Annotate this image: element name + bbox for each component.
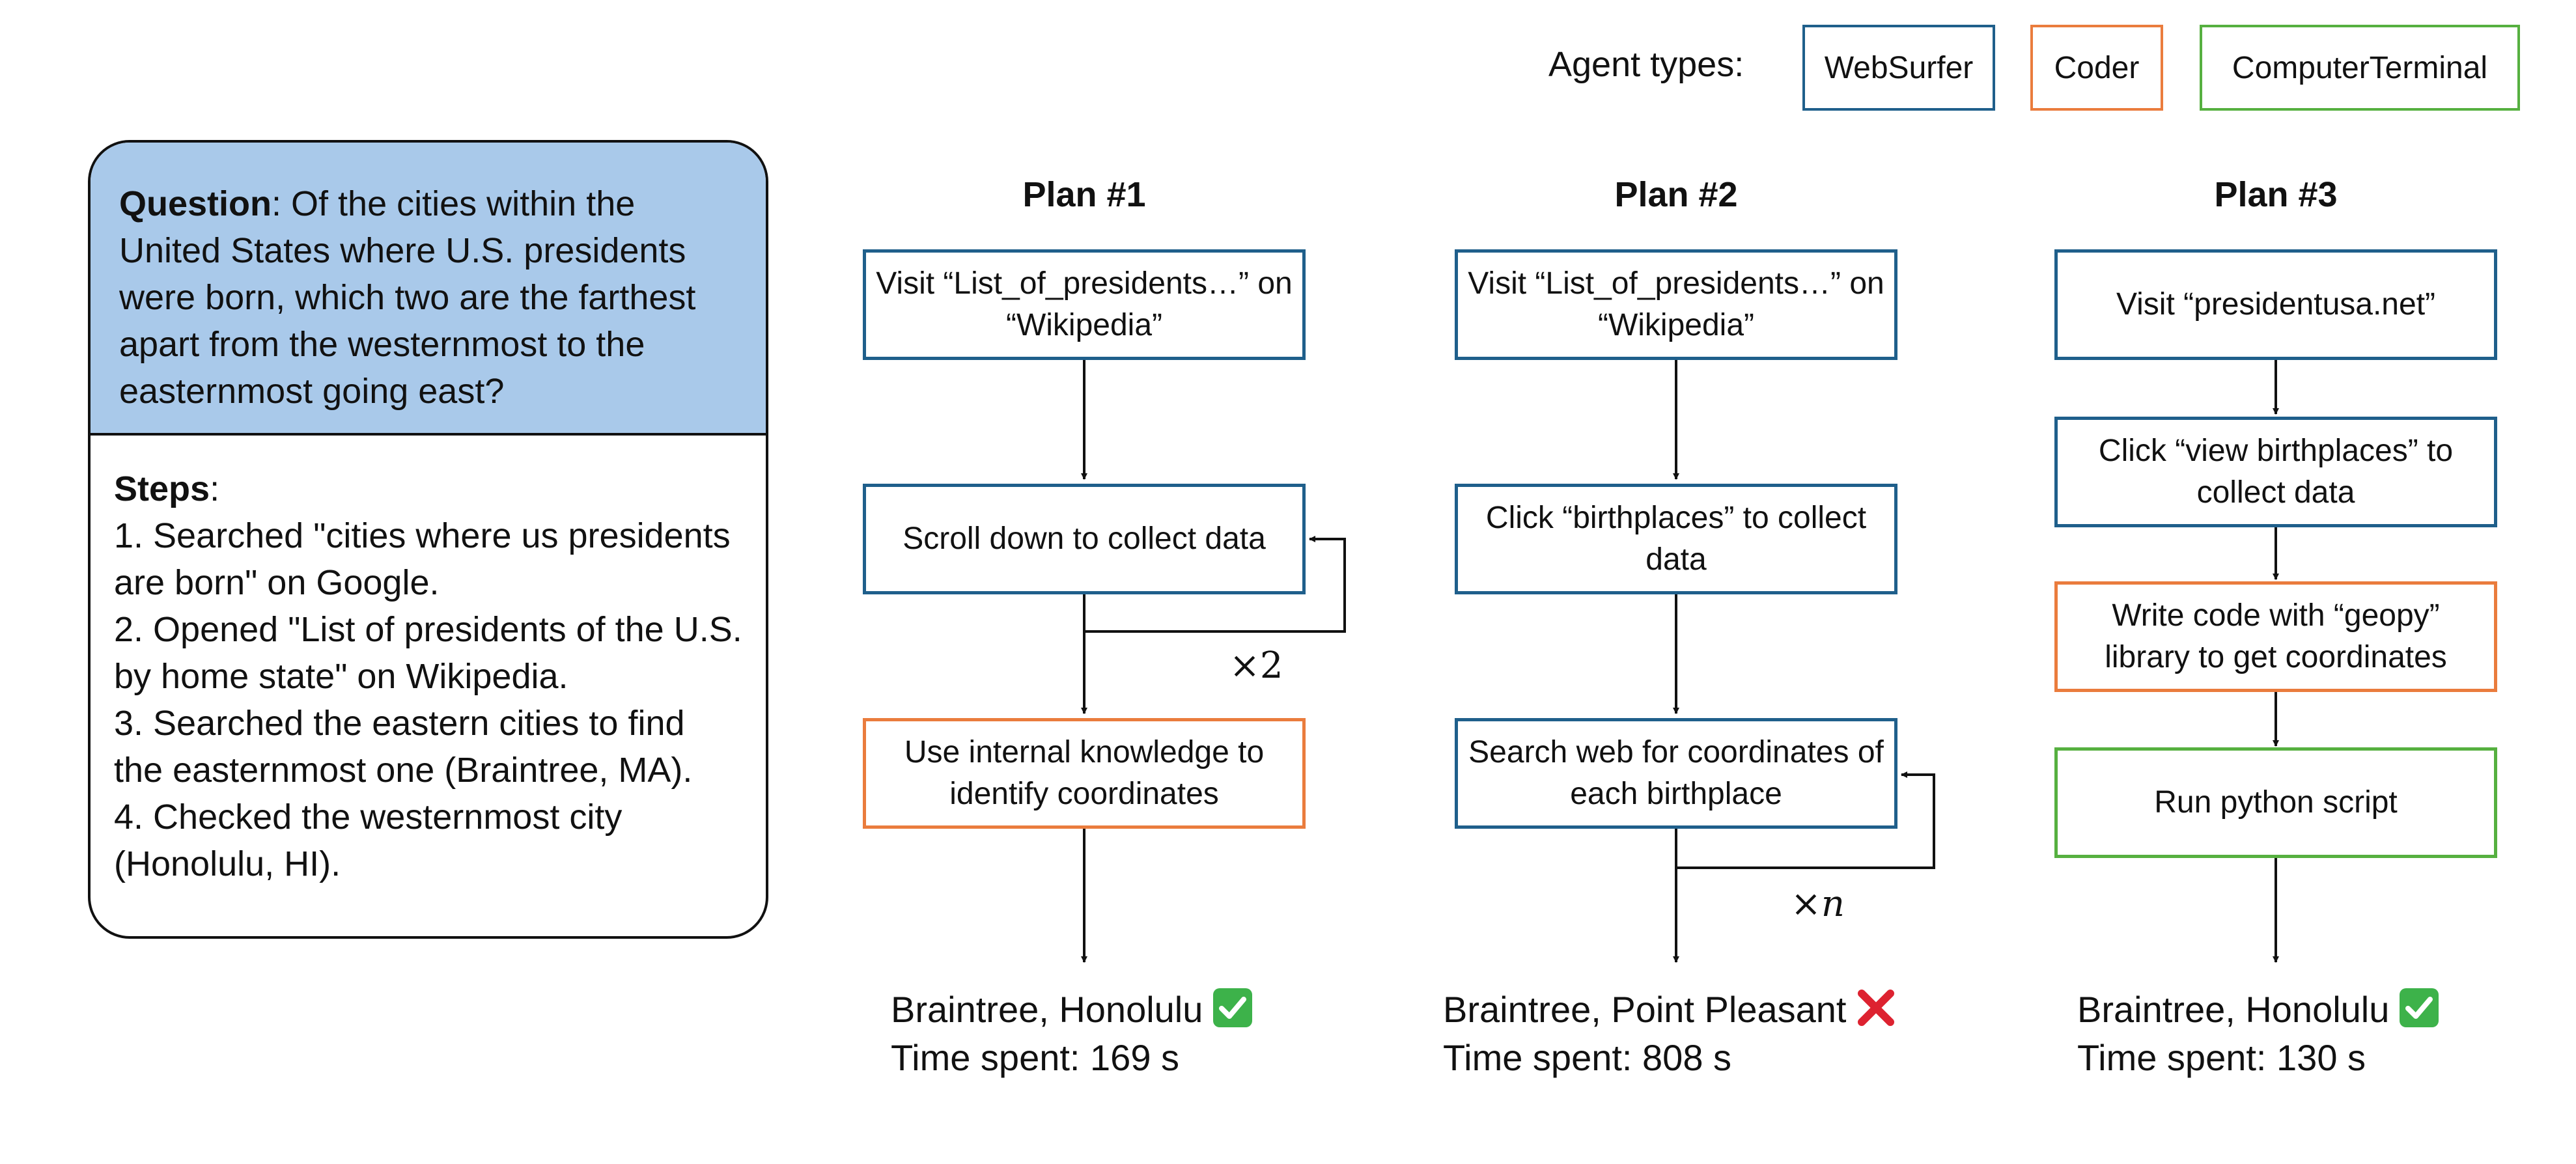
step-item: 2. Opened "List of presidents of the U.S… [114, 610, 742, 696]
plan1-loop-arrow [1084, 536, 1346, 633]
legend-label: Agent types: [1548, 45, 1744, 84]
plan2-loop-arrow [1676, 771, 1935, 869]
plan3-step-code: Write code with “geopy” library to get c… [2054, 581, 2497, 692]
plan3-time: Time spent: 130 s [2077, 1037, 2366, 1078]
step-item: 4. Checked the westernmost city (Honolul… [114, 797, 623, 883]
legend-coder: Coder [2030, 25, 2163, 111]
plan1-time: Time spent: 169 s [891, 1037, 1180, 1078]
step-item: 1. Searched "cities where us presidents … [114, 516, 731, 602]
step-item: 3. Searched the eastern cities to find t… [114, 704, 693, 790]
plan1-step-scroll: Scroll down to collect data [863, 484, 1306, 594]
steps-colon: : [210, 469, 220, 508]
question-section: Question: Of the cities within the Unite… [91, 143, 766, 436]
plan1-result-text: Braintree, Honolulu [891, 989, 1203, 1030]
plan2-time: Time spent: 808 s [1443, 1037, 1732, 1078]
check-icon [1213, 988, 1253, 1027]
plan3-title: Plan #3 [2214, 175, 2338, 214]
plan3-step-visit: Visit “presidentusa.net” [2054, 249, 2497, 360]
legend-computerterminal: ComputerTerminal [2200, 25, 2520, 111]
plan3-result-text: Braintree, Honolulu [2077, 989, 2390, 1030]
plan3-result: Braintree, Honolulu Time spent: 130 s [2077, 986, 2440, 1082]
plan1-title: Plan #1 [1022, 175, 1146, 214]
plan1-result: Braintree, Honolulu Time spent: 169 s [891, 986, 1253, 1082]
plan2-loop-label: ×n [1791, 883, 1845, 925]
plan1-step-coordinates: Use internal knowledge to identify coord… [863, 718, 1306, 829]
plan3-step-run: Run python script [2054, 747, 2497, 858]
plan2-step-click: Click “birthplaces” to collect data [1455, 484, 1897, 594]
steps-section: Steps: 1. Searched "cities where us pres… [91, 436, 766, 887]
plan3-step-click: Click “view birthplaces” to collect data [2054, 417, 2497, 527]
plan1-loop-label: ×2 [1229, 644, 1283, 687]
legend-websurfer: WebSurfer [1802, 25, 1995, 111]
steps-label: Steps [114, 469, 210, 508]
question-label: Question [119, 184, 272, 223]
plan2-title: Plan #2 [1614, 175, 1738, 214]
plan2-step-visit: Visit “List_of_presidents…” on “Wikipedi… [1455, 249, 1897, 360]
plan2-step-search: Search web for coordinates of each birth… [1455, 718, 1897, 829]
plan2-result-text: Braintree, Point Pleasant [1443, 989, 1847, 1030]
plan1-step-visit: Visit “List_of_presidents…” on “Wikipedi… [863, 249, 1306, 360]
question-text: : Of the cities within the United States… [119, 184, 696, 411]
plan2-result: Braintree, Point Pleasant Time spent: 80… [1443, 986, 1897, 1082]
question-card: Question: Of the cities within the Unite… [88, 140, 768, 939]
cross-icon [1858, 990, 1895, 1026]
check-icon [2400, 988, 2439, 1027]
